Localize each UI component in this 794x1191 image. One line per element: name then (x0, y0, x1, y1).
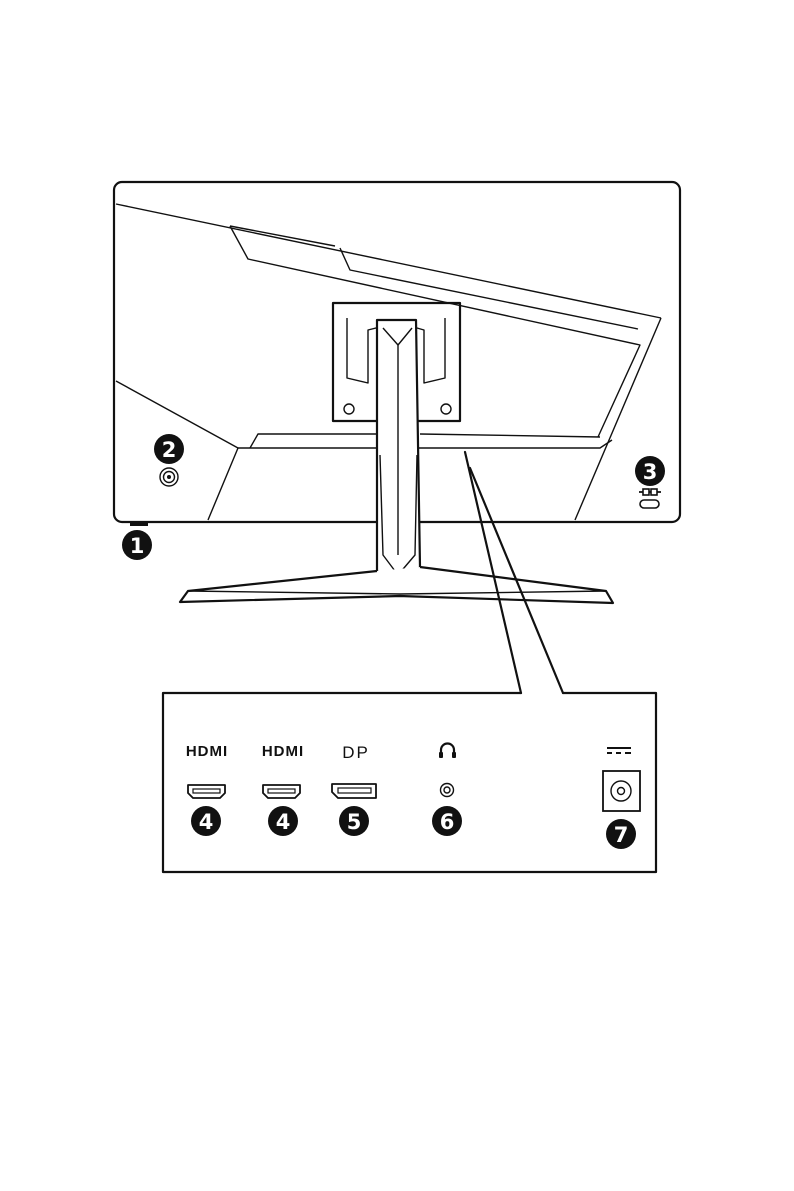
displayport-label: DP (342, 743, 370, 762)
callout-1-label: 1 (130, 534, 145, 558)
kensington-slot[interactable] (640, 500, 659, 508)
kensington-lock-icon (639, 489, 661, 495)
callout-2: 2 (154, 434, 184, 464)
callout-5-label: 5 (347, 810, 362, 834)
port-panel (163, 693, 656, 872)
callout-4a-label: 4 (199, 810, 214, 834)
callout-1: 1 (122, 530, 152, 560)
callout-2-label: 2 (162, 438, 177, 462)
headphone-jack[interactable] (441, 784, 454, 797)
power-button[interactable] (130, 521, 148, 526)
dc-power-icon (607, 748, 631, 753)
displayport-port[interactable] (332, 784, 376, 798)
callout-4b: 4 (268, 806, 298, 836)
stand-neck (377, 320, 420, 594)
hdmi-1-label: HDMI (186, 743, 228, 760)
headphone-icon (439, 744, 456, 758)
joystick-icon[interactable] (160, 468, 178, 486)
dc-power-jack[interactable] (603, 771, 640, 811)
callout-7: 7 (606, 819, 636, 849)
callout-3: 3 (635, 456, 665, 486)
callout-6-label: 6 (440, 810, 455, 834)
callout-5: 5 (339, 806, 369, 836)
callout-6: 6 (432, 806, 462, 836)
callout-4b-label: 4 (276, 810, 291, 834)
stand-base (180, 567, 613, 603)
zoom-leader-lines (465, 452, 563, 693)
callout-3-label: 3 (643, 460, 658, 484)
callout-4a: 4 (191, 806, 221, 836)
hdmi-2-label: HDMI (262, 743, 304, 760)
callout-7-label: 7 (614, 823, 629, 847)
